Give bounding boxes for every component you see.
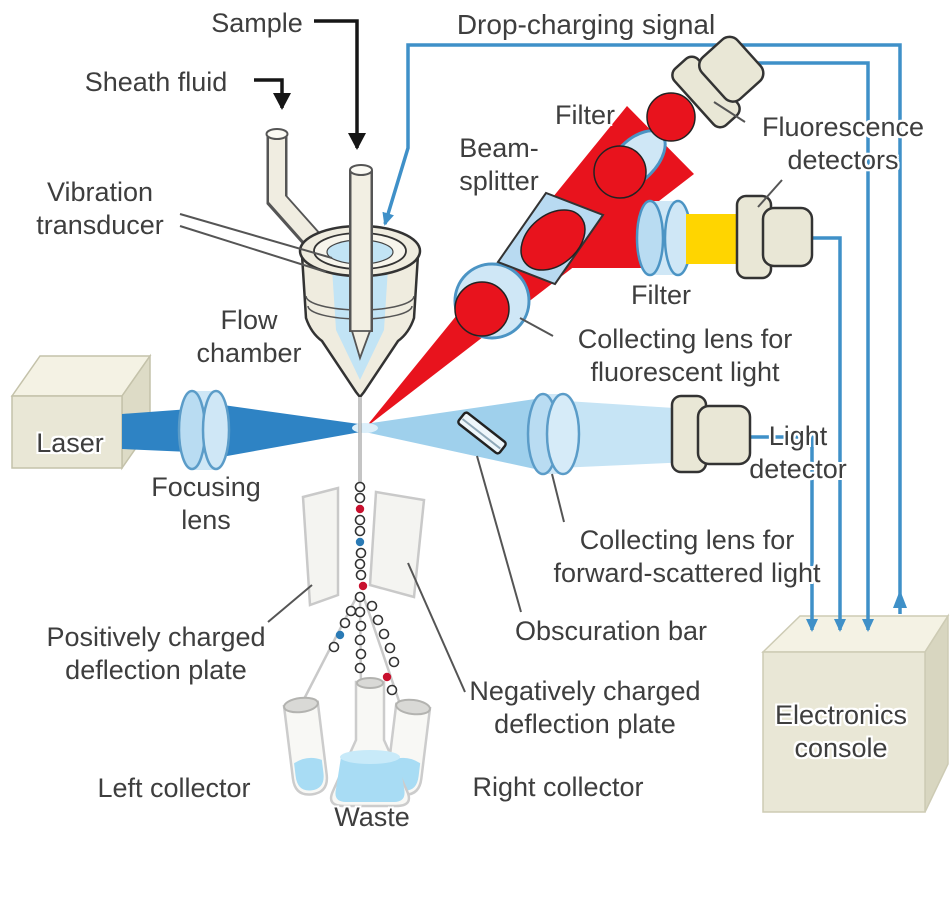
filter-fluorescence-ring xyxy=(593,129,667,199)
blue-cell xyxy=(355,537,365,547)
label-negative-plate: Negatively charged deflection plate xyxy=(469,676,701,739)
label-collecting-lens-forward: Collecting lens for forward-scattered li… xyxy=(553,525,821,588)
electronics-console xyxy=(761,613,950,813)
label-right-collector: Right collector xyxy=(472,772,644,802)
light-detector xyxy=(670,394,752,474)
laser-beam xyxy=(122,404,366,458)
sheath-tube xyxy=(265,128,326,253)
positive-deflection-plate xyxy=(301,486,340,607)
label-obscuration-bar: Obscuration bar xyxy=(514,616,708,646)
up-arrowhead-icon xyxy=(893,590,907,608)
label-vibration-transducer: Vibration transducer xyxy=(36,177,164,240)
fluorescence-detector-yellow xyxy=(735,194,814,280)
sample-tube xyxy=(349,164,373,361)
collecting-lens-fluorescent xyxy=(453,262,531,340)
label-laser: Laser xyxy=(36,428,104,458)
label-focusing-lens: Focusing lens xyxy=(151,472,261,535)
label-fluorescence-detectors: Fluorescence detectors xyxy=(761,112,925,175)
collecting-lens-forward xyxy=(526,392,581,476)
label-light-detector: Light detector xyxy=(749,421,847,484)
label-collecting-lens-fluorescent: Collecting lens for fluorescent light xyxy=(577,324,793,387)
beam-intersection-glow xyxy=(352,423,378,433)
yellow-detector-signal-line xyxy=(812,236,846,632)
red-cell xyxy=(382,672,392,682)
leader-lines xyxy=(179,101,783,693)
blue-cell xyxy=(335,630,345,640)
label-waste: Waste xyxy=(334,802,410,832)
signal-lines xyxy=(382,43,907,632)
beam-splitter xyxy=(496,191,605,286)
label-beam-splitter: Beam- splitter xyxy=(459,133,539,196)
waste-flask xyxy=(329,677,411,808)
label-drop-charging-signal: Drop-charging signal xyxy=(456,9,716,40)
label-flow-chamber: Flow chamber xyxy=(196,305,302,368)
label-sample: Sample xyxy=(211,8,303,38)
sample-arrow xyxy=(314,19,366,150)
light-detector-signal-line xyxy=(748,435,818,632)
filter-yellow-lens xyxy=(635,199,693,277)
label-sheath-fluid: Sheath fluid xyxy=(84,67,228,97)
label-left-collector: Left collector xyxy=(97,773,251,803)
inlet-arrows xyxy=(254,19,366,150)
focusing-lens xyxy=(177,389,231,471)
sheath-arrow xyxy=(254,78,291,110)
obscuration-bar xyxy=(457,411,507,455)
label-electronics-console: Electronics console xyxy=(774,700,908,763)
fluorescence-detector-diagonal xyxy=(671,35,765,129)
label-positive-plate: Positively charged deflection plate xyxy=(46,622,266,685)
red-cell xyxy=(355,504,365,514)
left-collector-tube xyxy=(282,696,329,796)
drop-charging-signal-line xyxy=(382,43,902,614)
red-cell xyxy=(358,581,368,591)
label-filter-yellow: Filter xyxy=(631,280,691,310)
label-filter-fluorescence: Filter xyxy=(555,100,615,130)
filter-disc xyxy=(646,92,696,142)
